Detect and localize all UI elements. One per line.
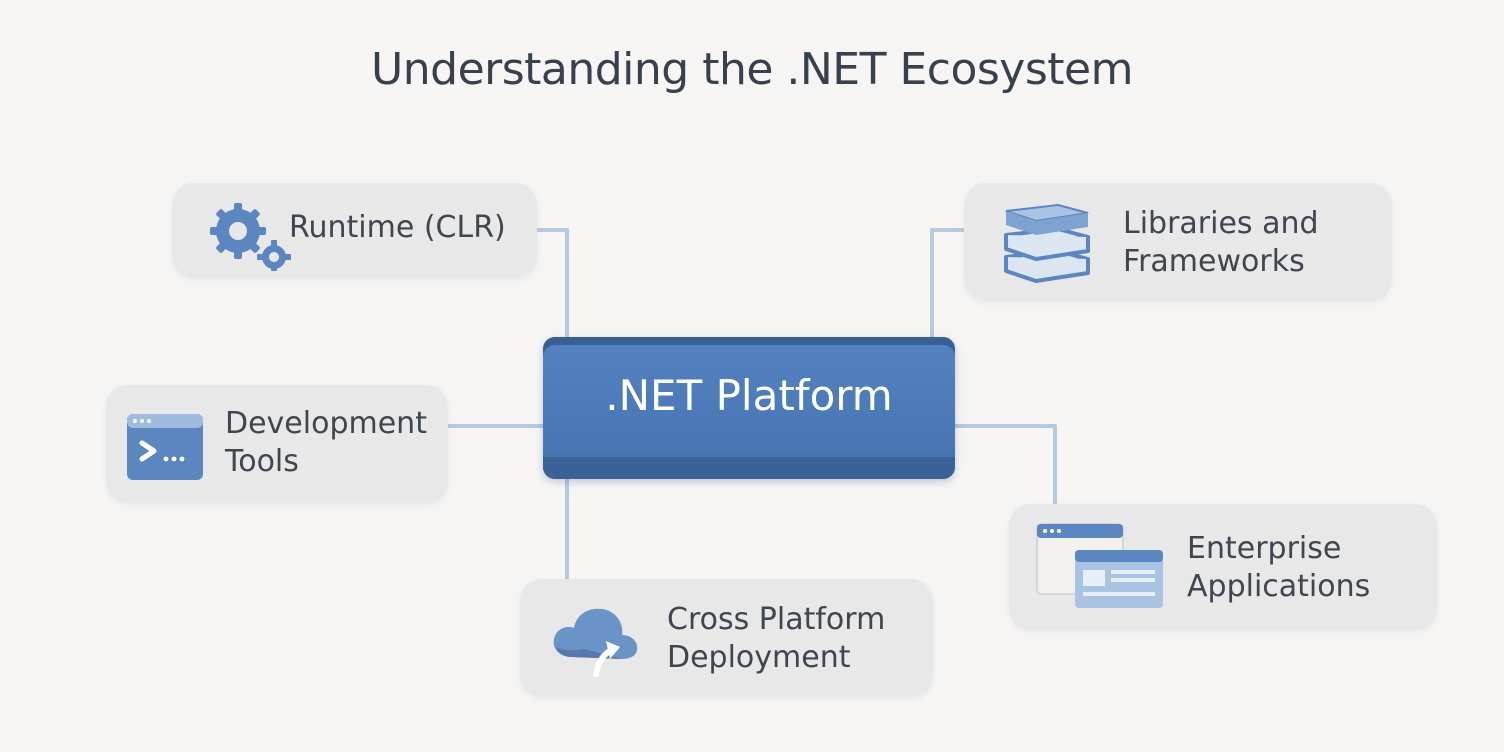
node-enterprise-label: Enterprise Applications xyxy=(1187,531,1371,604)
app-windows-icon xyxy=(1036,523,1163,608)
node-crossplatform-label: Cross Platform Deployment xyxy=(667,602,886,675)
connector-enterprise xyxy=(955,424,1057,504)
center-node-base xyxy=(543,457,955,479)
node-crossplatform: Cross Platform Deployment xyxy=(520,579,933,697)
connector-libraries xyxy=(930,228,964,337)
cloud-upload-icon xyxy=(553,608,638,677)
diagram-title: Understanding the .NET Ecosystem xyxy=(371,44,1133,95)
center-node-label: .NET Platform xyxy=(605,371,893,420)
gears-icon xyxy=(210,203,291,271)
node-devtools-label: Development Tools xyxy=(225,406,427,479)
connector-runtime xyxy=(537,228,569,337)
node-devtools: Development Tools xyxy=(106,385,448,503)
center-node-platform: .NET Platform xyxy=(543,337,955,479)
node-libraries: Libraries and Frameworks xyxy=(964,183,1392,301)
node-runtime: Runtime (CLR) xyxy=(172,183,537,278)
terminal-window-icon xyxy=(127,414,203,480)
node-enterprise: Enterprise Applications xyxy=(1009,504,1437,630)
books-stack-icon xyxy=(1004,203,1090,283)
node-libraries-label: Libraries and Frameworks xyxy=(1123,206,1319,279)
node-runtime-label: Runtime (CLR) xyxy=(289,210,506,245)
